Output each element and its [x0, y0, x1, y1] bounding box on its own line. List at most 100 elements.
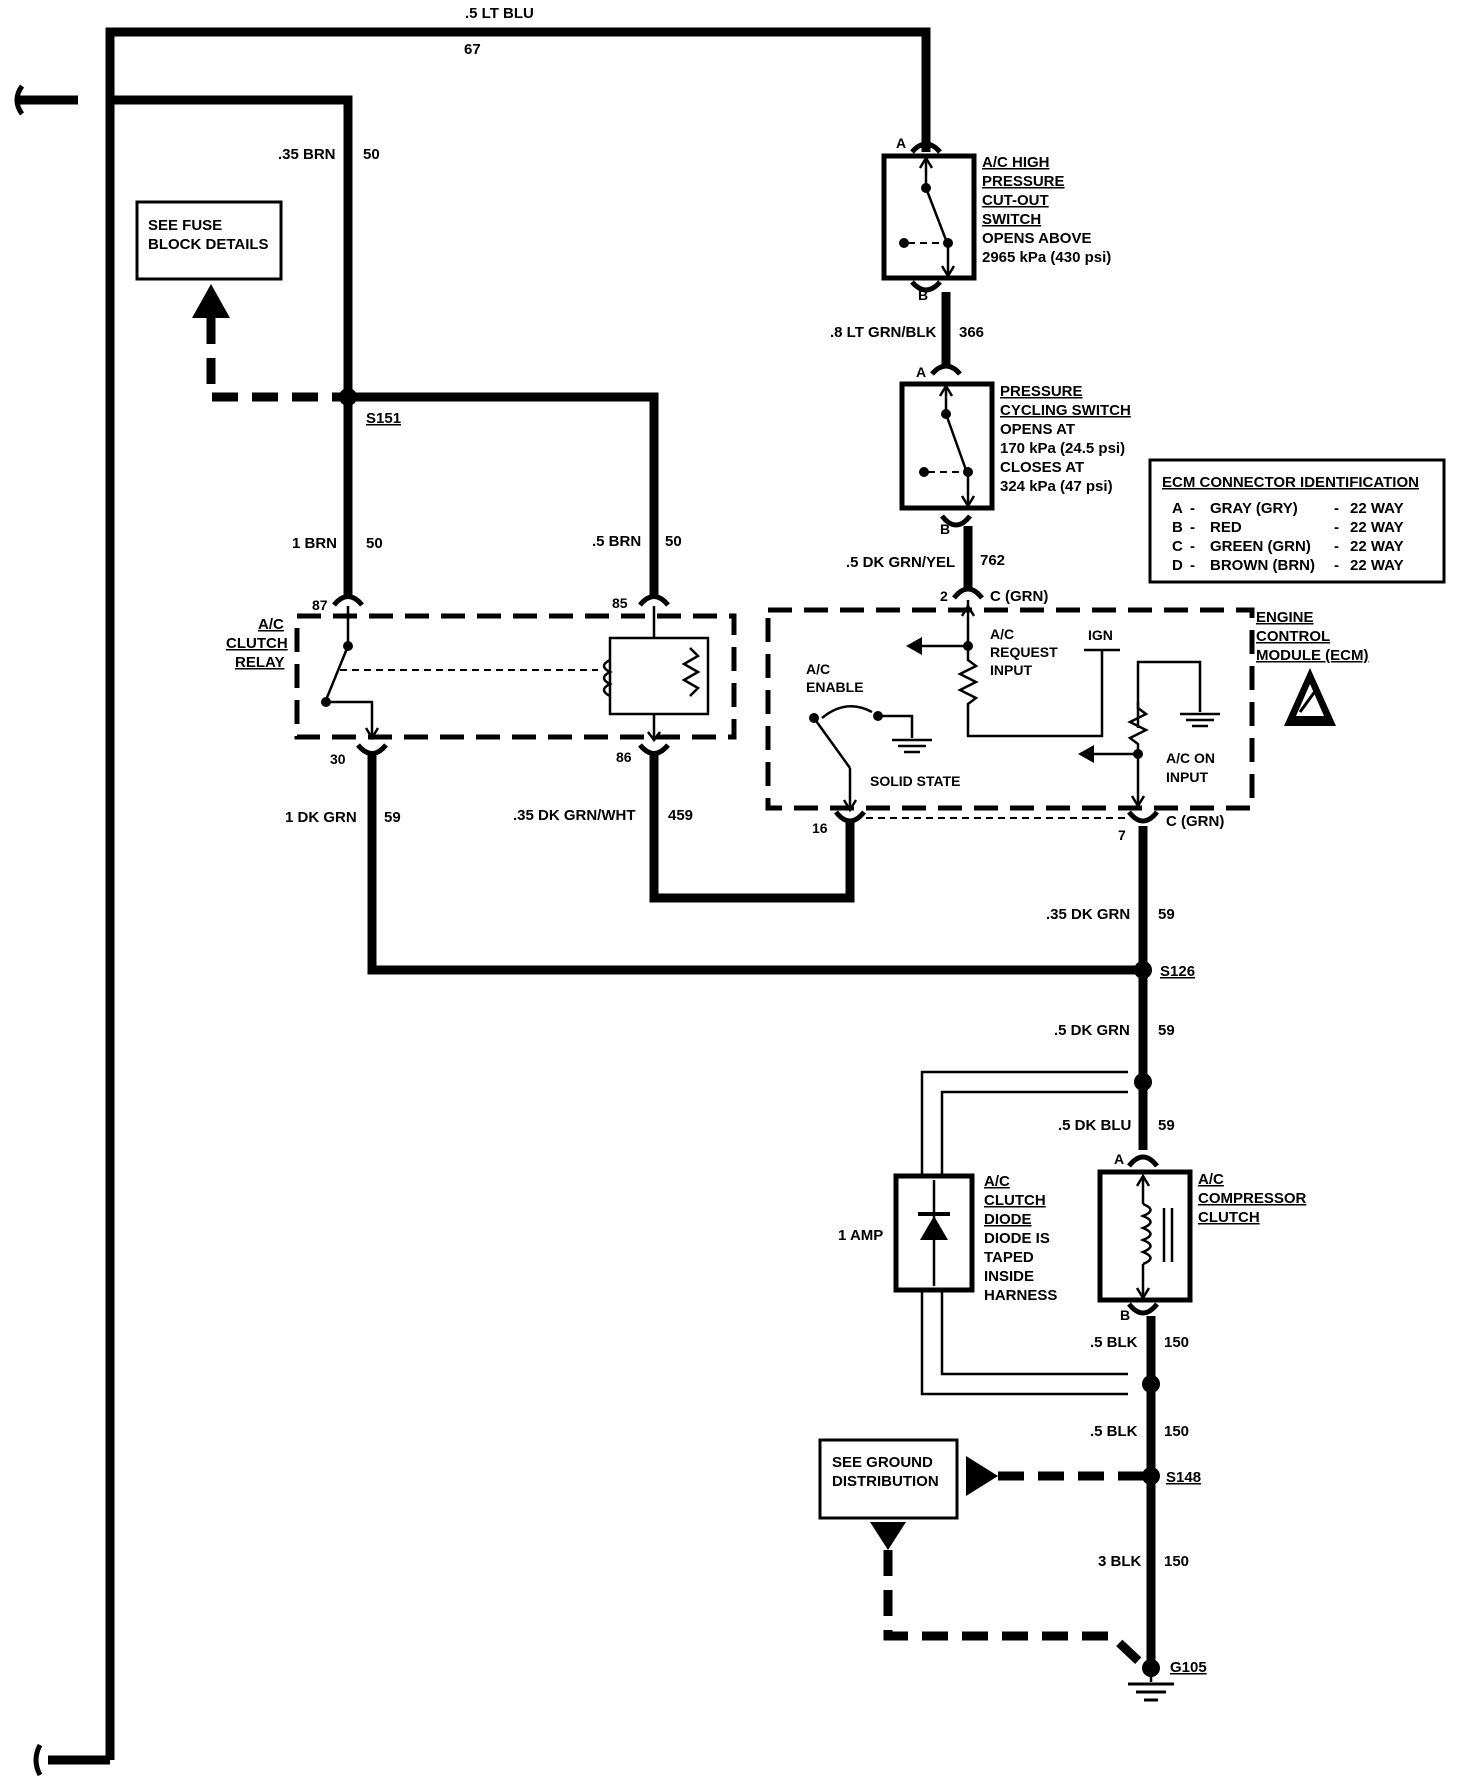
- lt-blu-wire: [33, 27, 931, 1777]
- relay86-to-ecm16-wire: [649, 752, 855, 903]
- s148-label: S148: [1166, 1469, 1201, 1486]
- cycling-note-1: OPENS AT: [1000, 421, 1075, 438]
- ecm-conn-c-bottom: C (GRN): [1166, 813, 1224, 830]
- pressure-cycling-switch: [899, 363, 995, 528]
- feed85-gauge: .5 BRN: [592, 533, 641, 550]
- feed87-gauge: 1 BRN: [292, 535, 337, 552]
- ecm-title-3: MODULE (ECM): [1256, 647, 1369, 664]
- relay-title-1: A/C: [258, 616, 284, 633]
- lt-blu-gauge: .5 LT BLU: [465, 5, 534, 22]
- diode-junction-bottom: [1142, 1375, 1160, 1393]
- ecm-id-row3-ways: 22 WAY: [1350, 538, 1404, 555]
- ecm-s126-circuit: 59: [1158, 906, 1175, 923]
- diode-label-3: DIODE: [984, 1211, 1032, 1228]
- clutch-ground-circuit: 150: [1164, 1334, 1189, 1351]
- fuse-dashed-link: [206, 318, 348, 402]
- ecm-id-title: ECM CONNECTOR IDENTIFICATION: [1162, 474, 1419, 491]
- g105-dashed-link: [883, 1550, 1150, 1672]
- ecm-ac-on-1: A/C ON: [1166, 750, 1215, 766]
- feed85-circuit: 50: [665, 533, 682, 550]
- fuse-box-line1: SEE FUSE: [148, 217, 222, 234]
- relay-pin87-connector: [332, 594, 364, 607]
- cycling-ecm-circuit: 762: [980, 552, 1005, 569]
- ecm-id-row1-letter: A: [1172, 500, 1183, 517]
- relay-pin30-label: 30: [330, 751, 346, 767]
- relay-title-3: RELAY: [235, 654, 284, 671]
- brn-feed-wire: [14, 84, 353, 598]
- compressor-label-1: A/C: [1198, 1171, 1224, 1188]
- ecm-title-1: ENGINE: [1256, 609, 1314, 626]
- cycling-name-1: PRESSURE: [1000, 383, 1083, 400]
- engine-control-module: [765, 586, 1255, 824]
- hp-pin-b: B: [918, 287, 928, 303]
- cycling-note-2: 170 kPa (24.5 psi): [1000, 440, 1125, 457]
- ac-high-pressure-switch: [881, 141, 977, 293]
- ecm-id-row3-letter: C: [1172, 538, 1183, 555]
- cycling-pin-a: A: [916, 364, 926, 380]
- svg-text:-: -: [1190, 557, 1195, 574]
- ecm-pin7-connector: [1127, 810, 1159, 824]
- diode-label-6: INSIDE: [984, 1268, 1034, 1285]
- relay-pin87-label: 87: [312, 597, 328, 613]
- ac-clutch-diode: [893, 1070, 1128, 1396]
- ecm-ac-request-2: REQUEST: [990, 644, 1058, 660]
- see-fuse-block-box: [135, 200, 283, 281]
- diode-label-7: HARNESS: [984, 1287, 1057, 1304]
- compressor-pin-b: B: [1120, 1307, 1130, 1323]
- s151-label: S151: [366, 410, 401, 427]
- hp-name-3: CUT-OUT: [982, 192, 1049, 209]
- ecm-pin7-label: 7: [1118, 827, 1126, 843]
- ground-mid-gauge: .5 BLK: [1090, 1423, 1138, 1440]
- out30-circuit: 59: [384, 809, 401, 826]
- svg-text:-: -: [1334, 519, 1339, 536]
- cycling-name-2: CYCLING SWITCH: [1000, 402, 1131, 419]
- g105-label: G105: [1170, 1659, 1207, 1676]
- ground-main-circuit: 150: [1164, 1553, 1189, 1570]
- relay-pin85-label: 85: [612, 595, 628, 611]
- diode-label-5: TAPED: [984, 1249, 1034, 1266]
- compressor-pin-a: A: [1114, 1151, 1124, 1167]
- s126-down-circuit: 59: [1158, 1022, 1175, 1039]
- ecm-id-row2-color: RED: [1210, 519, 1242, 536]
- hp-name-2: PRESSURE: [982, 173, 1065, 190]
- splice-s126: [1134, 961, 1152, 979]
- ecm-id-row2-ways: 22 WAY: [1350, 519, 1404, 536]
- cycling-note-3: CLOSES AT: [1000, 459, 1084, 476]
- fuse-box-line2: BLOCK DETAILS: [148, 236, 269, 253]
- ecm-pin2-label: 2: [940, 588, 948, 604]
- compressor-label-3: CLUTCH: [1198, 1209, 1260, 1226]
- ecm-pin2-connector: [952, 586, 984, 600]
- compressor-feed-gauge: .5 DK BLU: [1058, 1117, 1131, 1134]
- ac-compressor-clutch: [1097, 1154, 1193, 1316]
- svg-text:-: -: [1190, 538, 1195, 555]
- diode-label-1: A/C: [984, 1173, 1010, 1190]
- ecm-conn-c-top: C (GRN): [990, 588, 1048, 605]
- cycling-ecm-gauge: .5 DK GRN/YEL: [846, 554, 955, 571]
- ecm-ac-request-3: INPUT: [990, 662, 1032, 678]
- ground-box-line2: DISTRIBUTION: [832, 1473, 939, 1490]
- ground-g105-icon: [1128, 1659, 1174, 1702]
- ground-main-gauge: 3 BLK: [1098, 1553, 1142, 1570]
- svg-text:-: -: [1190, 519, 1195, 536]
- ac-clutch-relay: [294, 594, 737, 756]
- svg-text:-: -: [1334, 557, 1339, 574]
- ecm-id-row3-color: GREEN (GRN): [1210, 538, 1311, 555]
- svg-text:-: -: [1190, 500, 1195, 517]
- hp-cycling-gauge: .8 LT GRN/BLK: [830, 324, 937, 341]
- s126-down-gauge: .5 DK GRN: [1054, 1022, 1130, 1039]
- splice-s148: [1142, 1467, 1160, 1485]
- out86-circuit: 459: [668, 807, 693, 824]
- relay-title-2: CLUTCH: [226, 635, 288, 652]
- diode-symbol-icon: [920, 1216, 948, 1240]
- ecm-pin16-label: 16: [812, 820, 828, 836]
- cycling-pin-b: B: [940, 521, 950, 537]
- ecm-connector-id-table: ECM CONNECTOR IDENTIFICATION A - GRAY (G…: [1148, 458, 1446, 584]
- ecm-ac-enable-1: A/C: [806, 661, 830, 677]
- out86-gauge: .35 DK GRN/WHT: [513, 807, 636, 824]
- compressor-feed-circuit: 59: [1158, 1117, 1175, 1134]
- s151-to-85-wire: [348, 392, 659, 598]
- hp-cycling-circuit: 366: [959, 324, 984, 341]
- feed87-circuit: 50: [366, 535, 383, 552]
- ground-box-line1: SEE GROUND: [832, 1454, 933, 1471]
- relay-pin85-connector: [638, 594, 670, 607]
